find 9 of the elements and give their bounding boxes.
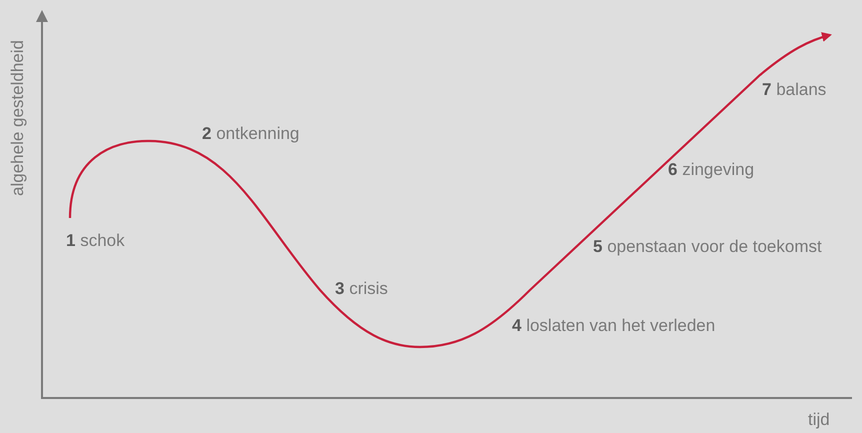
stage-label: 3 crisis: [335, 279, 388, 299]
axis-title: algehele gesteldheid: [8, 40, 28, 196]
stage-label: 4 loslaten van het verleden: [512, 316, 716, 336]
stage-label: 7 balans: [762, 80, 826, 100]
stage-label: 6 zingeving: [668, 160, 754, 180]
stage-label: 2 ontkenning: [202, 124, 300, 144]
stage-label: 1 schok: [66, 231, 125, 251]
stage-label: 5 openstaan voor de toekomst: [593, 237, 822, 257]
axis-title: tijd: [808, 410, 830, 430]
